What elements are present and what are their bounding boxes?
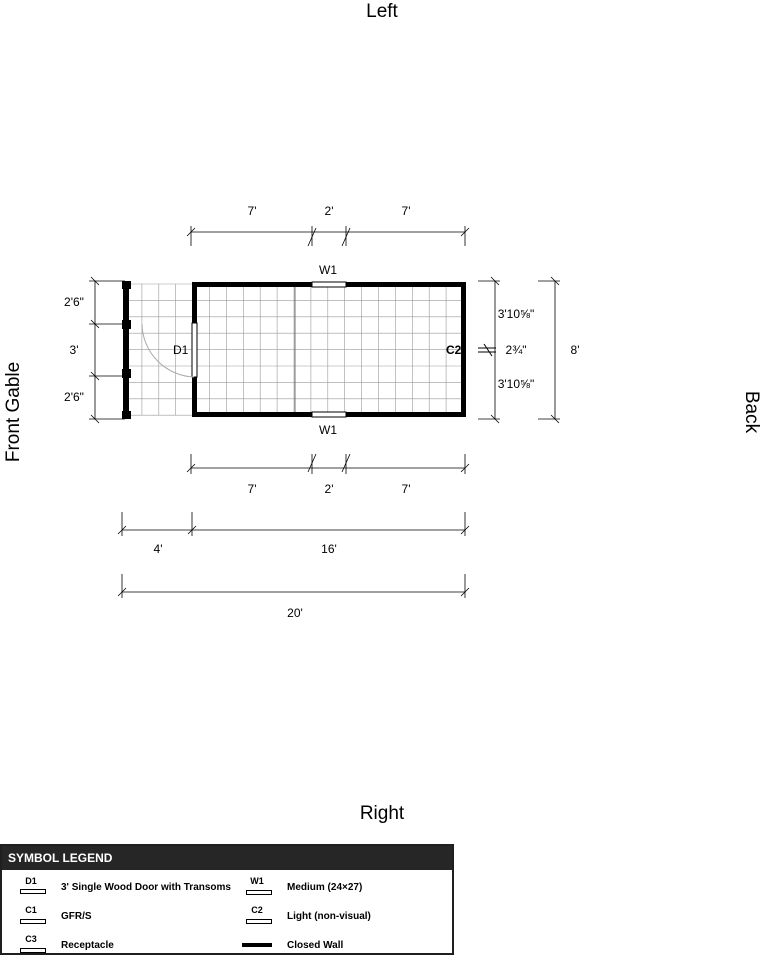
door-symbol-icon: D1 xyxy=(16,876,46,898)
door-d1 xyxy=(191,322,198,378)
window-tag-bottom: W1 xyxy=(319,423,337,437)
floor-plan: Left Right Front Gable Back W1 W1 D1 C2 xyxy=(3,1,762,824)
legend-label: Light (non-visual) xyxy=(287,911,371,922)
side-label-front-gable: Front Gable xyxy=(3,362,24,462)
legend-code: C3 xyxy=(25,934,37,944)
dim-right-2: 2¾" xyxy=(506,343,527,357)
dim-top-3: 7' xyxy=(402,204,411,218)
window-w1-top xyxy=(311,281,347,288)
outlet-leaders xyxy=(478,343,496,357)
dim-left-1: 2'6" xyxy=(64,295,84,309)
dim-porch-width: 4' xyxy=(154,542,163,556)
legend-code: C2 xyxy=(251,905,263,915)
side-label-left: Left xyxy=(366,1,398,22)
porch-posts xyxy=(122,281,131,419)
legend-label: Closed Wall xyxy=(287,940,344,951)
door-tag: D1 xyxy=(173,343,189,357)
legend-label: 3' Single Wood Door with Transoms xyxy=(61,882,231,893)
legend-code: C1 xyxy=(25,905,37,915)
light-symbol-icon: C2 xyxy=(242,905,272,927)
window-symbol-icon: W1 xyxy=(242,876,272,898)
dim-top-2: 2' xyxy=(325,204,334,218)
legend-label: GFR/S xyxy=(61,911,92,922)
legend-title: SYMBOL LEGEND xyxy=(2,846,452,870)
gfr-symbol-icon: C1 xyxy=(16,905,46,927)
closed-wall-symbol-icon xyxy=(242,934,272,956)
dim-overall-length: 20' xyxy=(287,606,303,620)
dim-overall-width: 8' xyxy=(571,343,580,357)
receptacle-symbol-icon: C3 xyxy=(16,934,46,956)
legend-label: Medium (24×27) xyxy=(287,882,363,893)
dim-right-3: 3'10⅝" xyxy=(498,377,535,391)
legend-code: W1 xyxy=(250,876,264,886)
door-swing-arc xyxy=(141,323,195,378)
window-w1-bottom xyxy=(311,411,347,418)
window-tag-top: W1 xyxy=(319,263,337,277)
symbol-legend: SYMBOL LEGEND D1 3' Single Wood Door wit… xyxy=(0,844,454,955)
legend-label: Receptacle xyxy=(61,940,114,951)
dim-bottom-1: 7' xyxy=(248,482,257,496)
side-label-right: Right xyxy=(360,803,405,824)
dim-bottom-3: 7' xyxy=(402,482,411,496)
side-label-back: Back xyxy=(741,391,762,434)
dim-left-3: 2'6" xyxy=(64,390,84,404)
dim-bottom-2: 2' xyxy=(325,482,334,496)
dim-right-1: 3'10⅝" xyxy=(498,307,535,321)
dim-left-2: 3' xyxy=(70,343,79,357)
outlet-tag: C2 xyxy=(446,343,462,357)
dim-top-1: 7' xyxy=(248,204,257,218)
legend-code: D1 xyxy=(25,876,37,886)
dim-building-length: 16' xyxy=(321,542,337,556)
dimension-lines xyxy=(89,226,560,598)
